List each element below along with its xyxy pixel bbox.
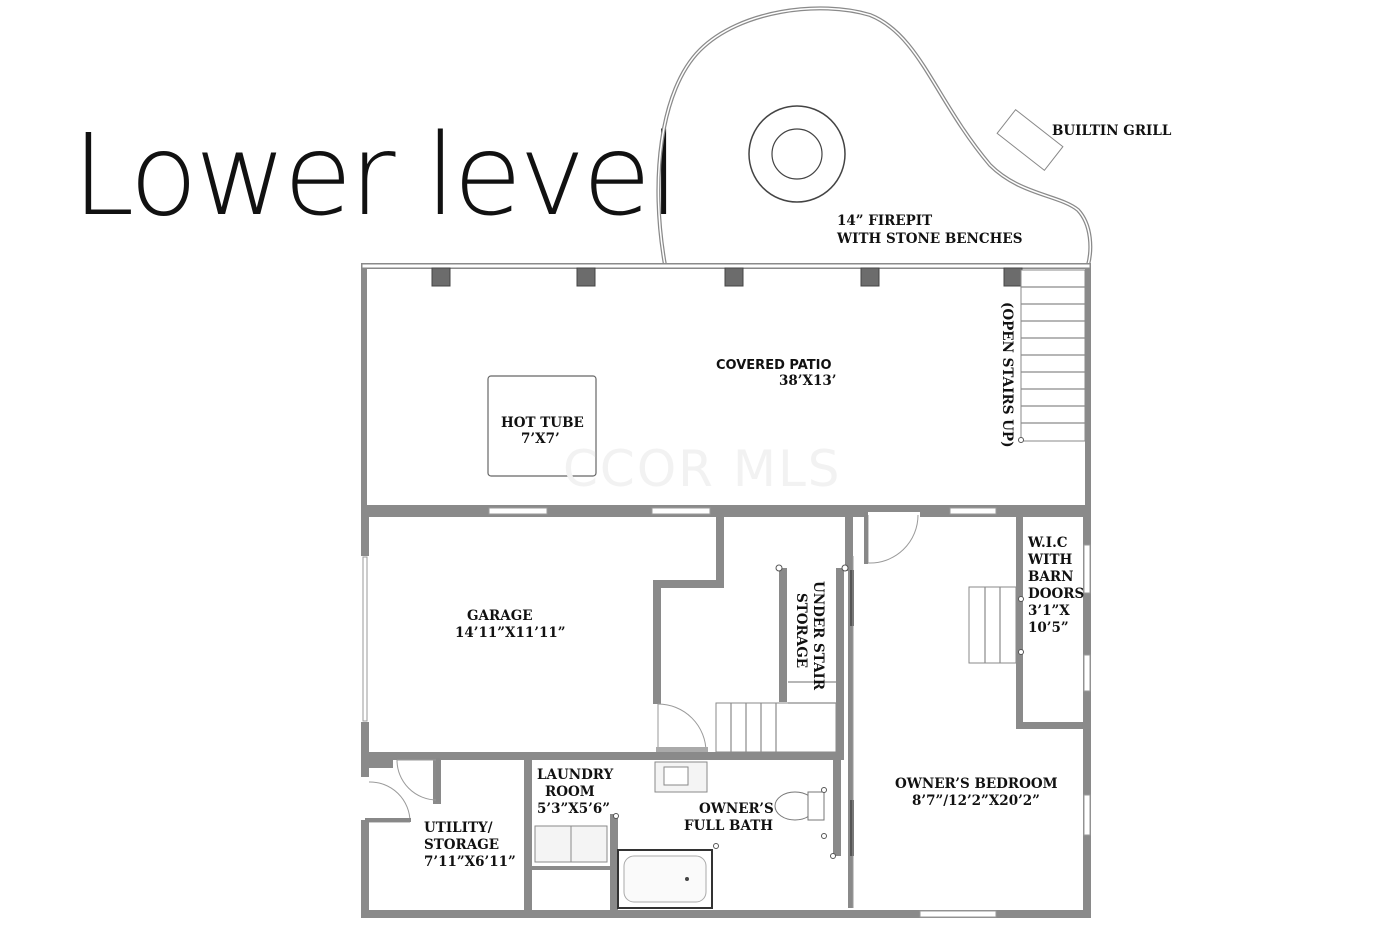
open-stairs	[1018, 269, 1086, 443]
doors	[365, 512, 920, 908]
garage-label: GARAGE	[467, 608, 533, 624]
utility-label-line1: UTILITY/	[424, 820, 493, 836]
hot-tub-dims: 7’X7’	[521, 431, 560, 447]
patio-posts	[431, 267, 1023, 287]
laundry-label-line1: LAUNDRY	[537, 767, 614, 783]
bedroom-label: OWNER’S BEDROOM	[895, 776, 1058, 792]
open-stairs-label: (OPEN STAIRS UP)	[999, 302, 1015, 447]
interior-stairs	[715, 564, 849, 753]
wic-label-line4: DOORS	[1028, 586, 1084, 602]
builtin-grill	[996, 109, 1064, 171]
hot-tub-label: HOT TUBE	[501, 415, 584, 431]
utility-dims: 7’11”X6’11”	[424, 854, 516, 870]
under-stair-label-line2: STORAGE	[793, 593, 809, 668]
page-title: Lower level	[72, 111, 676, 241]
utility-label-line2: STORAGE	[424, 837, 499, 853]
firepit-label-line2: WITH STONE BENCHES	[836, 231, 1022, 247]
toilet	[774, 787, 836, 859]
wic-label-line2: WITH	[1027, 552, 1073, 568]
covered-patio-walls	[361, 263, 1091, 511]
firepit	[748, 105, 846, 203]
covered-patio-label: COVERED PATIO	[716, 358, 832, 373]
windows	[362, 507, 1091, 918]
laundry-dims: 5’3”X5’6”	[537, 801, 610, 817]
under-stair-label-line1: UNDER STAIR	[810, 581, 826, 691]
bedroom-dims: 8’7”/12’2”X20’2”	[912, 793, 1040, 809]
washer-dryer	[534, 813, 619, 863]
laundry-label-line2: ROOM	[545, 784, 595, 800]
bath-sink	[654, 761, 708, 793]
watermark: CCOR MLS	[563, 440, 842, 498]
builtin-grill-label: BUILTIN GRILL	[1052, 123, 1172, 139]
wic-label-line5: 3’1”X	[1028, 603, 1070, 619]
covered-patio-dims: 38’X13’	[779, 373, 836, 389]
firepit-label-line1: 14” FIREPIT	[837, 213, 932, 229]
bathtub	[617, 843, 719, 909]
hot-tub	[487, 375, 597, 477]
wic-label-line6: 10’5”	[1028, 620, 1069, 636]
wic-label-line3: BARN	[1028, 569, 1073, 585]
bath-label-line1: OWNER’S	[699, 801, 774, 817]
wic-shelves	[968, 586, 1024, 664]
wic-label-line1: W.I.C	[1027, 535, 1068, 551]
bath-label-line2: FULL BATH	[684, 818, 773, 834]
garage-dims: 14’11”X11’11”	[455, 625, 566, 641]
interior-walls	[361, 511, 1091, 918]
